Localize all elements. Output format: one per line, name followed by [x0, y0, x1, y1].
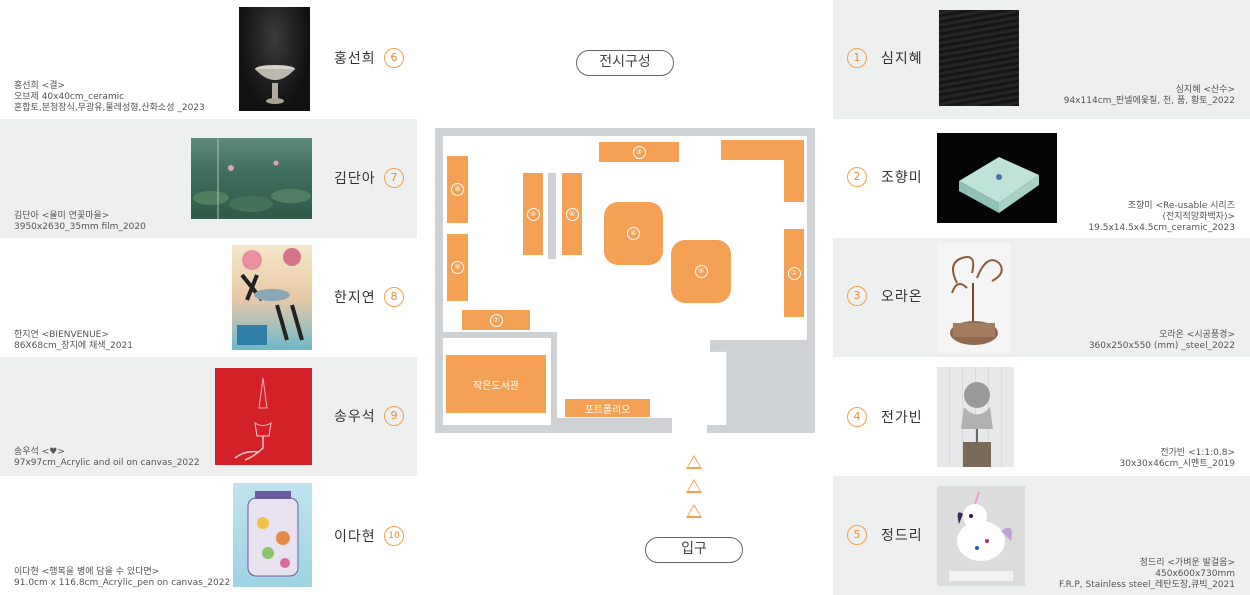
artist-number-6: 6: [384, 48, 404, 68]
small-library[interactable]: 작은도서관: [446, 355, 546, 413]
wall-bottom-left: [435, 425, 672, 433]
right-panel-1: 1 심지혜 심지혜 <산수> 94x114cm_판넬에옻칠, 천, 품, 황토_…: [833, 0, 1250, 119]
portfolio-area[interactable]: 포트폴리오: [565, 399, 650, 417]
left-panel-6: 홍선희 6 홍선희 <결> 오브제 40x40cm_ceramic 혼합토,분청…: [0, 0, 417, 119]
booth-2-side: [784, 140, 804, 202]
entrance-arrow-icon: [686, 479, 702, 493]
lotus-field-icon: [193, 138, 311, 219]
artwork-caption-8: 한지연 <BIENVENUE> 86X68cm_장지에 채색_2021: [14, 330, 133, 351]
left-panel-10: 이다현 10 이다현 <행복을 병에 담을 수 있다면> 91.0cm x 11…: [0, 476, 417, 595]
illustration-icon: [237, 248, 304, 345]
artwork-caption-1: 심지혜 <산수> 94x114cm_판넬에옻칠, 천, 품, 황토_2022: [1063, 85, 1235, 106]
jar-illustration-icon: [247, 491, 299, 577]
artwork-caption-10: 이다현 <행복을 병에 담을 수 있다면> 91.0cm x 116.8cm_A…: [14, 567, 231, 588]
artist-number-1: 1: [847, 48, 867, 68]
booth-7[interactable]: ⑦: [462, 310, 530, 330]
artwork-image-8[interactable]: [232, 245, 312, 350]
artist-number-2: 2: [847, 167, 867, 187]
left-panel-9: 송우석 9 송우석 <♥> 97x97cm_Acrylic and oil on…: [0, 357, 417, 476]
cement-bust-icon: [961, 382, 993, 467]
artist-name-7: 김단아: [334, 171, 376, 187]
bowl-icon: [255, 65, 295, 104]
artist-name-2: 조향미: [881, 170, 923, 186]
artwork-caption-7: 김단아 <율미 연꽃마을> 3950x2630_35mm film_2020: [14, 211, 146, 232]
booth-5[interactable]: ⑤: [671, 240, 731, 303]
artwork-image-1[interactable]: [939, 10, 1019, 106]
artist-name-9: 송우석: [334, 409, 376, 425]
right-panel-3: 3 오라온 오라온 <시공풍경> 360x250x550 (mm) _steel…: [833, 238, 1250, 357]
wall-left: [435, 128, 443, 433]
wall-mid-horizontal: [435, 332, 556, 338]
artist-name-6: 홍선희: [334, 51, 376, 67]
unicorn-sculpture-icon: [949, 491, 1013, 581]
steel-sculpture-icon: [950, 256, 1003, 345]
right-panel-5: 5 정드리 정드리 <가벼운 발걸음> 450x600x730mm F.R.P,…: [833, 476, 1250, 595]
artist-number-9: 9: [384, 406, 404, 426]
artwork-caption-5: 정드리 <가벼운 발걸음> 450x600x730mm F.R.P, Stain…: [1058, 558, 1235, 590]
entrance-arrow-icon: [686, 455, 702, 469]
artwork-image-2[interactable]: [937, 133, 1057, 223]
wall-right: [807, 128, 815, 433]
artwork-caption-6: 홍선희 <결> 오브제 40x40cm_ceramic 혼합토,분청장식,무광유…: [14, 81, 205, 113]
entrance-pill: 입구: [645, 537, 743, 563]
entrance-arrow-icon: [686, 504, 702, 518]
right-panel-4: 4 전가빈 전가빈 <1:1:0.8> 30x30x46cm_시멘트_2019: [833, 357, 1250, 476]
wall-mid-vertical: [551, 332, 557, 425]
artist-name-3: 오라온: [881, 289, 923, 305]
booth-4[interactable]: ④: [604, 202, 663, 265]
artist-number-7: 7: [384, 168, 404, 188]
artist-name-4: 전가빈: [881, 410, 923, 426]
right-panel-2: 2 조향미 조향미 <Re-usable 시리즈 (전지적망화백자)> 19.5…: [833, 119, 1250, 238]
left-panel-8: 한지연 8 한지연 <BIENVENUE> 86X68cm_장지에 채색_202…: [0, 238, 417, 357]
artwork-image-6[interactable]: [239, 7, 310, 111]
exhibition-title-pill: 전시구성: [576, 50, 674, 76]
artwork-caption-2: 조향미 <Re-usable 시리즈 (전지적망화백자)> 19.5x14.5x…: [1088, 201, 1235, 233]
booth-1[interactable]: ①: [784, 229, 804, 317]
artist-name-5: 정드리: [881, 528, 923, 544]
side-room: [710, 340, 807, 425]
artwork-caption-9: 송우석 <♥> 97x97cm_Acrylic and oil on canva…: [14, 447, 200, 468]
hand-glass-icon: [234, 377, 272, 461]
artwork-image-4[interactable]: [937, 367, 1014, 467]
left-panel-7: 김단아 7 김단아 <율미 연꽃마을> 3950x2630_35mm film_…: [0, 119, 417, 238]
booth-8[interactable]: ⑧: [447, 234, 468, 301]
booth-6[interactable]: ⑥: [562, 173, 582, 255]
artwork-caption-3: 오라온 <시공풍경> 360x250x550 (mm) _steel_2022: [1088, 330, 1235, 351]
artwork-image-7[interactable]: [191, 138, 312, 219]
artist-number-4: 4: [847, 407, 867, 427]
artist-number-3: 3: [847, 286, 867, 306]
artwork-image-9[interactable]: [215, 368, 312, 465]
floor-plan: ① ② ③ ④ ⑤ ⑥ ⑦ ⑧ ⑨ ⑩ 작은도서관 포트폴리오: [435, 128, 815, 433]
artwork-image-3[interactable]: [937, 243, 1011, 353]
artwork-image-10[interactable]: [233, 483, 312, 587]
booth-9[interactable]: ⑨: [447, 156, 468, 223]
artwork-caption-4: 전가빈 <1:1:0.8> 30x30x46cm_시멘트_2019: [1119, 448, 1235, 469]
wall-bottom-right: [707, 425, 815, 433]
artist-name-1: 심지혜: [881, 51, 923, 67]
artist-number-10: 10: [384, 526, 404, 546]
booth-10[interactable]: ⑩: [523, 173, 543, 255]
divider-pole: [548, 173, 556, 259]
artwork-image-5[interactable]: [937, 486, 1025, 586]
wall-library-bottom: [556, 418, 672, 425]
wall-top: [435, 128, 815, 136]
artist-number-5: 5: [847, 525, 867, 545]
artist-number-8: 8: [384, 287, 404, 307]
ceramic-box-icon: [959, 157, 1039, 213]
artist-name-8: 한지연: [334, 290, 376, 306]
artist-name-10: 이다현: [334, 529, 376, 545]
booth-3[interactable]: ③: [599, 142, 679, 162]
